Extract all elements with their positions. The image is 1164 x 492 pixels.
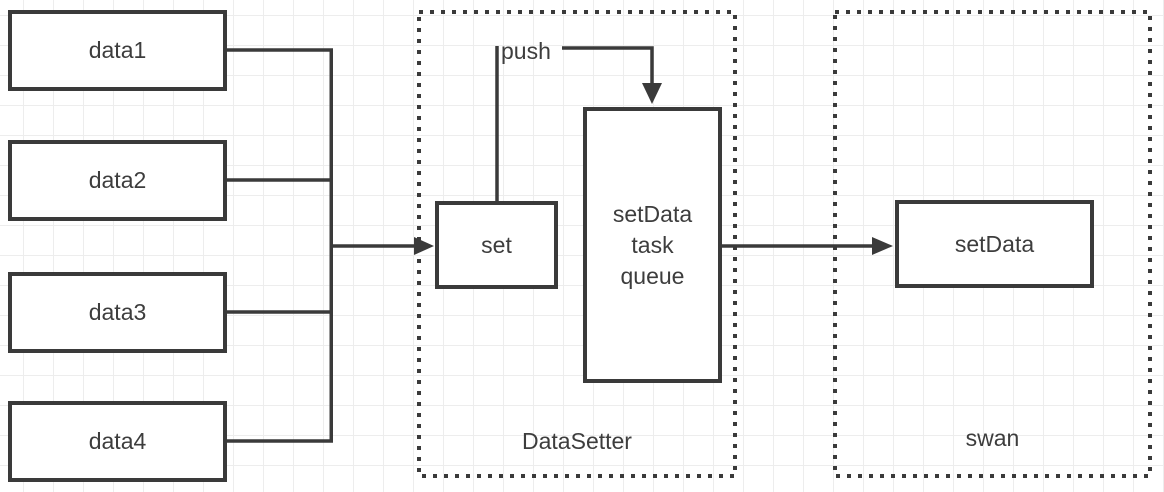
node-setdata-task-queue-label-line3: queue [620,262,685,289]
node-setdata: setData [895,200,1094,288]
edge-label-push: push [501,38,551,64]
node-setdata-task-queue-label-line1: setData [612,200,693,227]
swan-container-label: swan [965,425,1020,451]
node-setdata-task-queue: setData task queue [583,107,722,383]
node-set: set [435,201,558,289]
arrowhead-push-down [642,83,662,104]
push-edge-line [495,46,654,201]
arrowhead-into-setdata [872,237,893,255]
swan-container-border [833,10,1152,478]
datasetter-container-label: DataSetter [522,428,632,454]
node-data3-label: data3 [88,299,147,325]
arrowhead-into-set [414,237,434,255]
node-set-label: set [481,231,512,258]
node-data1: data1 [8,10,227,91]
node-data2-label: data2 [88,167,147,193]
node-data4-label: data4 [88,428,147,454]
node-data4: data4 [8,401,227,482]
node-data3: data3 [8,272,227,353]
node-setdata-task-queue-label-line2: task [631,231,674,258]
datasetter-container-border [417,10,737,478]
node-data2: data2 [8,140,227,221]
bus-connector-lines [227,48,333,443]
node-setdata-label: setData [954,230,1035,257]
node-data1-label: data1 [88,37,147,63]
